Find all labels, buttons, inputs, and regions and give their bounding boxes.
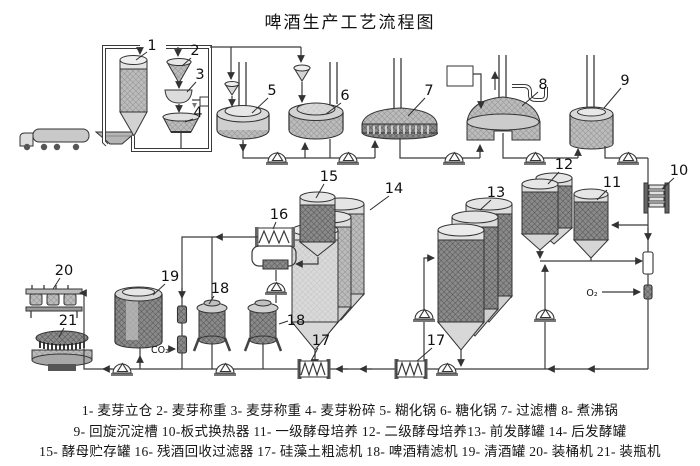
- equipment-label: CO₂: [151, 345, 169, 356]
- pump-icon: [436, 362, 458, 376]
- equipment-label: 10: [670, 163, 688, 179]
- lauter-slats: [367, 125, 429, 134]
- whirlpool-9: [569, 55, 614, 150]
- caption-line-2: 9- 回旋沉淀槽 10-板式换热器 11- 一级酵母培养 12- 二级酵母培养1…: [73, 424, 627, 439]
- cereal-cooker-5: [216, 62, 270, 140]
- equipment-label: 2: [190, 43, 199, 59]
- equipment-label: 15: [320, 169, 338, 185]
- yeast-propagation-11: [572, 188, 610, 259]
- equipment-label: 11: [603, 175, 621, 191]
- caption-line-3: 15- 酵母贮存罐 16- 残酒回收过滤器 17- 硅藻土粗滤机 18- 啤酒精…: [39, 444, 661, 459]
- wort-kettle-8: [446, 55, 548, 141]
- pump-icon: [617, 151, 639, 165]
- maturation-tanks-14: [290, 197, 366, 351]
- pump-icon: [214, 362, 236, 376]
- pump-icon: [443, 151, 465, 165]
- equipment-label: O₂: [586, 288, 597, 299]
- equipment-label: 17: [312, 333, 330, 349]
- keg-filler-20: [25, 285, 83, 318]
- bright-beer-tank-19: [114, 286, 163, 349]
- inline-valve-icon: [176, 305, 188, 324]
- caption-line-1: 1- 麦芽立仓 2- 麦芽称重 3- 麦芽称重 4- 麦芽粉碎 5- 糊化锅 6…: [81, 403, 619, 418]
- malt-silo-1: [119, 55, 148, 138]
- pump-icon: [111, 362, 133, 376]
- equipment-label: 1: [147, 38, 156, 54]
- equipment-label: 12: [555, 157, 573, 173]
- inline-valve-icon: [176, 335, 188, 354]
- malt-mill-4: [162, 112, 200, 133]
- pump-icon: [265, 281, 287, 295]
- inline-filters: [297, 359, 428, 379]
- equipment-label: 13: [487, 185, 505, 201]
- lauter-tun-7: [361, 58, 438, 140]
- process-pipes: [79, 45, 652, 373]
- fine-filter-18b: [243, 299, 283, 352]
- pump-icon: [413, 308, 435, 322]
- page-title: 啤酒生产工艺流程图: [264, 13, 436, 32]
- equipment-label: 8: [538, 77, 547, 93]
- recovery-filter-16: [251, 227, 297, 270]
- equipment-label: 3: [195, 67, 204, 83]
- inline-valve-icon: [642, 251, 654, 275]
- yeast-storage-15: [298, 191, 337, 257]
- equipment-label: 7: [424, 83, 433, 99]
- plate-heat-exchanger-10: [643, 158, 670, 214]
- equipment-label: 21: [59, 313, 77, 329]
- pump-icon: [337, 151, 359, 165]
- valves: [176, 251, 654, 354]
- pump-icon: [534, 308, 556, 322]
- diatomite-filter-17-right: [394, 359, 428, 379]
- equipment-label: 4: [193, 105, 202, 121]
- equipment-label: 5: [267, 83, 276, 99]
- malt-weigher-3: [164, 89, 210, 113]
- equipment-label: 16: [270, 207, 288, 223]
- yeast-propagation-12: [520, 172, 574, 251]
- equipment-label: 14: [385, 181, 403, 197]
- equipment-label: 19: [161, 269, 179, 285]
- malt-truck-icon: [19, 128, 90, 151]
- equipment-shapes: [19, 55, 670, 371]
- pumps: [111, 151, 639, 376]
- fine-filter-18a: [192, 299, 232, 352]
- equipment-label: 18: [287, 313, 305, 329]
- mash-tun-6: [288, 62, 344, 140]
- equipment-label: 17: [427, 333, 445, 349]
- equipment-label: 6: [340, 88, 349, 104]
- inline-valve-icon: [643, 284, 653, 300]
- pump-icon: [524, 151, 546, 165]
- diatomite-filter-17-left: [297, 359, 331, 379]
- bottling-machine-21: [31, 330, 93, 371]
- equipment-label: 9: [620, 73, 629, 89]
- pump-icon: [266, 151, 288, 165]
- malt-weigher-2: [166, 58, 192, 89]
- equipment-label: 20: [55, 263, 73, 279]
- equipment-label: 18: [211, 281, 229, 297]
- fermentation-tanks-13: [436, 197, 514, 351]
